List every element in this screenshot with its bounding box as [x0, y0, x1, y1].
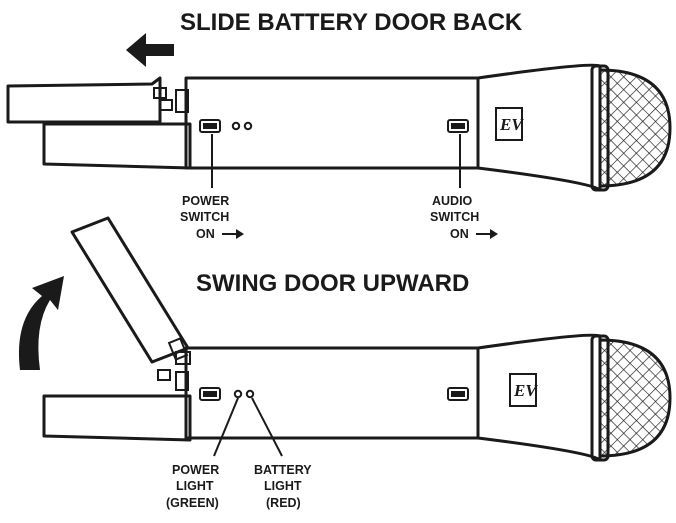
- battery-cover-lower: [42, 122, 192, 170]
- power-light-icon-2: [233, 389, 243, 399]
- battery-light-icon: [243, 121, 253, 131]
- power-switch-icon: [199, 119, 221, 133]
- svg-text:LIGHT: LIGHT: [264, 479, 302, 493]
- ev-logo: [495, 107, 523, 141]
- svg-text:(GREEN): (GREEN): [166, 496, 219, 510]
- handle-body: [184, 76, 480, 170]
- svg-text:ON: ON: [196, 227, 215, 241]
- handle-body-2: [184, 346, 480, 440]
- power-switch-icon-2: [199, 387, 221, 401]
- svg-text:POWER: POWER: [172, 463, 219, 477]
- svg-text:BATTERY: BATTERY: [254, 463, 312, 477]
- power-light-icon: [231, 121, 241, 131]
- label-power-switch: POWER SWITCH ON: [180, 194, 244, 241]
- battery-base: [42, 394, 192, 442]
- battery-door-slid: [6, 76, 162, 124]
- battery-door-open: [70, 216, 190, 364]
- ev-logo-text: EV: [499, 115, 524, 134]
- label-audio-switch: AUDIO SWITCH ON: [430, 194, 498, 241]
- audio-switch-icon-2: [447, 387, 469, 401]
- svg-text:SWITCH: SWITCH: [430, 210, 479, 224]
- svg-text:SWITCH: SWITCH: [180, 210, 229, 224]
- svg-text:ON: ON: [450, 227, 469, 241]
- label-power-light: POWER LIGHT (GREEN): [166, 463, 219, 510]
- svg-text:POWER: POWER: [182, 194, 229, 208]
- label-battery-light: BATTERY LIGHT (RED): [254, 463, 312, 510]
- svg-text:LIGHT: LIGHT: [176, 479, 214, 493]
- heading-swing-door: SWING DOOR UPWARD: [196, 270, 469, 297]
- svg-text:AUDIO: AUDIO: [432, 194, 473, 208]
- slide-back-arrow: [126, 33, 174, 67]
- ev-logo-text-2: EV: [513, 381, 538, 400]
- ev-logo-2: [509, 373, 537, 407]
- microphone-top: EV: [6, 63, 672, 192]
- svg-text:(RED): (RED): [266, 496, 301, 510]
- heading-slide-door: SLIDE BATTERY DOOR BACK: [180, 9, 523, 36]
- grille-mesh: [598, 68, 672, 188]
- grille-ring: [590, 64, 610, 192]
- audio-switch-icon: [447, 119, 469, 133]
- swing-up-arrow: [18, 276, 64, 370]
- battery-light-icon-2: [245, 389, 255, 399]
- microphone-bottom: EV: [42, 216, 672, 462]
